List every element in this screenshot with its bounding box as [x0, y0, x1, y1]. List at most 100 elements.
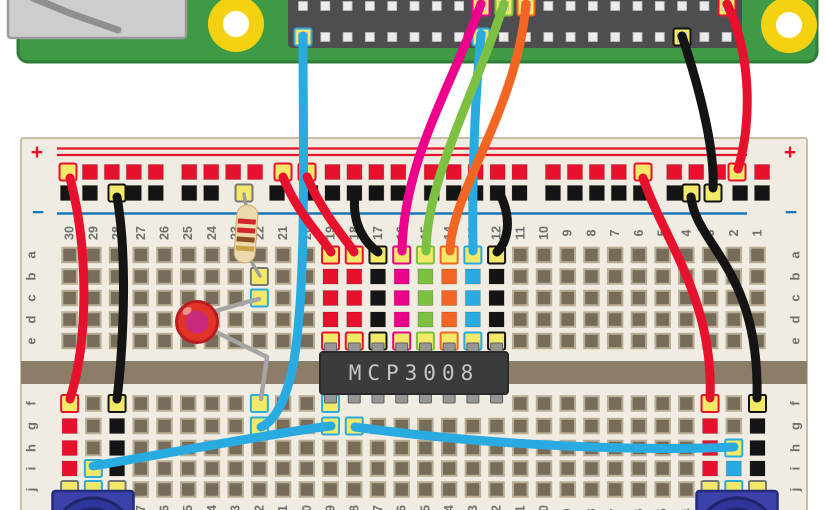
rail-hole-ground — [147, 185, 164, 201]
breadboard-hole — [559, 289, 576, 307]
wire-blue-pi-to-g22[interactable] — [256, 31, 309, 432]
column-number: 10 — [537, 226, 551, 240]
wire-red-rail-to-f3[interactable] — [638, 173, 715, 403]
wire-red-pi-to-rail[interactable] — [722, 0, 752, 174]
resistor-body — [233, 204, 259, 264]
column-number: 4 — [679, 229, 693, 236]
rail-hole-power — [511, 164, 528, 180]
plus-symbol-right: + — [784, 141, 796, 164]
breadboard-hole — [701, 289, 719, 307]
gpio-pin — [320, 1, 331, 11]
breadboard-hole — [179, 268, 197, 285]
breadboard-hole — [678, 460, 695, 477]
breadboard-hole — [725, 395, 743, 412]
row-letter: f — [788, 401, 803, 406]
connection-square — [702, 460, 719, 477]
raspberry-pi-board[interactable] — [6, 0, 819, 64]
breadboard-hole — [369, 481, 387, 498]
breadboard-hole — [132, 460, 150, 477]
gpio-pin — [654, 1, 665, 11]
gpio-pin — [454, 1, 465, 11]
breadboard-hole — [179, 417, 197, 435]
breadboard-hole — [440, 417, 458, 435]
breadboard-hole — [85, 332, 102, 350]
breadboard-hole — [512, 417, 529, 435]
led[interactable] — [175, 296, 270, 402]
connection-square — [369, 268, 386, 285]
column-number: 1 — [751, 229, 765, 236]
wire-blue-i29-to-g19[interactable] — [88, 421, 336, 471]
connection-square — [346, 268, 363, 285]
resistor[interactable] — [233, 192, 262, 278]
connection-square — [61, 440, 78, 456]
column-number: 8 — [584, 508, 598, 510]
breadboard-hole — [85, 246, 102, 264]
breadboard-hole — [61, 332, 78, 350]
led-core — [185, 310, 209, 334]
rail-hole-ground — [181, 185, 198, 201]
breadboard-hole — [654, 311, 671, 328]
connection-square — [369, 290, 386, 306]
column-number: 6 — [632, 229, 646, 236]
wire-green-pi-to-a15[interactable] — [421, 0, 509, 256]
breadboard-hole — [393, 439, 410, 457]
row-letter: f — [24, 401, 39, 406]
potentiometer-left[interactable] — [51, 489, 135, 510]
column-number: 26 — [158, 505, 172, 510]
wire-black-pi-to-rail[interactable] — [677, 31, 718, 193]
row-letter: e — [788, 337, 803, 344]
breadboard-hole — [559, 311, 576, 328]
column-number: 8 — [584, 229, 598, 236]
potentiometer-right[interactable] — [695, 489, 779, 510]
breadboard-hole — [203, 289, 221, 307]
breadboard-hole — [559, 481, 576, 498]
led-leg-anode — [209, 296, 262, 315]
mcp3008-chip[interactable]: MCP3008 — [319, 342, 509, 404]
rail-hole-ground — [754, 185, 771, 201]
gpio-pin — [677, 1, 687, 11]
wire-orange-pi-to-a14[interactable] — [445, 0, 531, 256]
breadboard-hole — [583, 460, 600, 477]
breadboard-hole — [583, 417, 600, 435]
breadboard-hole — [227, 268, 244, 285]
breadboard-hole — [630, 268, 648, 285]
breadboard-hole — [203, 460, 221, 477]
connection-square — [749, 460, 766, 477]
pot-right-ring — [724, 507, 750, 510]
wire-blue-g18-to-h2[interactable] — [350, 422, 739, 453]
resistor-band-2 — [237, 227, 256, 234]
breadboard-hole — [132, 417, 150, 435]
breadboard-hole — [535, 246, 553, 264]
breadboard-hole — [132, 395, 150, 412]
wire-red-rail-to-a19[interactable] — [278, 172, 336, 257]
wire-pink-pi-to-a16[interactable] — [397, 0, 486, 256]
column-number: 9 — [561, 508, 575, 510]
breadboard-hole — [535, 460, 553, 477]
breadboard-hole — [440, 460, 458, 477]
column-number: 24 — [205, 226, 219, 240]
column-number: 24 — [205, 505, 219, 510]
breadboard-hole — [630, 460, 648, 477]
column-number: 7 — [608, 508, 622, 510]
pi-mounting-hole-right-center — [776, 12, 802, 38]
wire-black-rail-to-a12[interactable] — [492, 189, 512, 257]
breadboard-hole — [369, 460, 387, 477]
breadboard-hole — [440, 439, 458, 457]
wire-red-rail-to-f30[interactable] — [65, 173, 89, 404]
breadboard-hole — [535, 417, 553, 435]
wire-black-rail-to-f28[interactable] — [112, 192, 128, 404]
gpio-pin — [387, 1, 398, 11]
breadboard-hole — [274, 246, 292, 264]
wire-black-rail-to-a17[interactable] — [349, 189, 383, 257]
wire-black-rail-to-f1[interactable] — [686, 192, 762, 403]
column-number: 17 — [371, 505, 385, 510]
breadboard-hole — [156, 460, 173, 477]
connection-square — [109, 440, 126, 456]
rail-hole-power — [489, 164, 506, 180]
wire-red-rail-to-a18[interactable] — [302, 172, 359, 257]
rail-hole-ground — [81, 185, 98, 201]
breadboard-hole — [251, 332, 268, 350]
breadboard-hole — [251, 460, 268, 477]
gpio-pin — [431, 1, 442, 11]
gpio-pin — [632, 1, 643, 11]
